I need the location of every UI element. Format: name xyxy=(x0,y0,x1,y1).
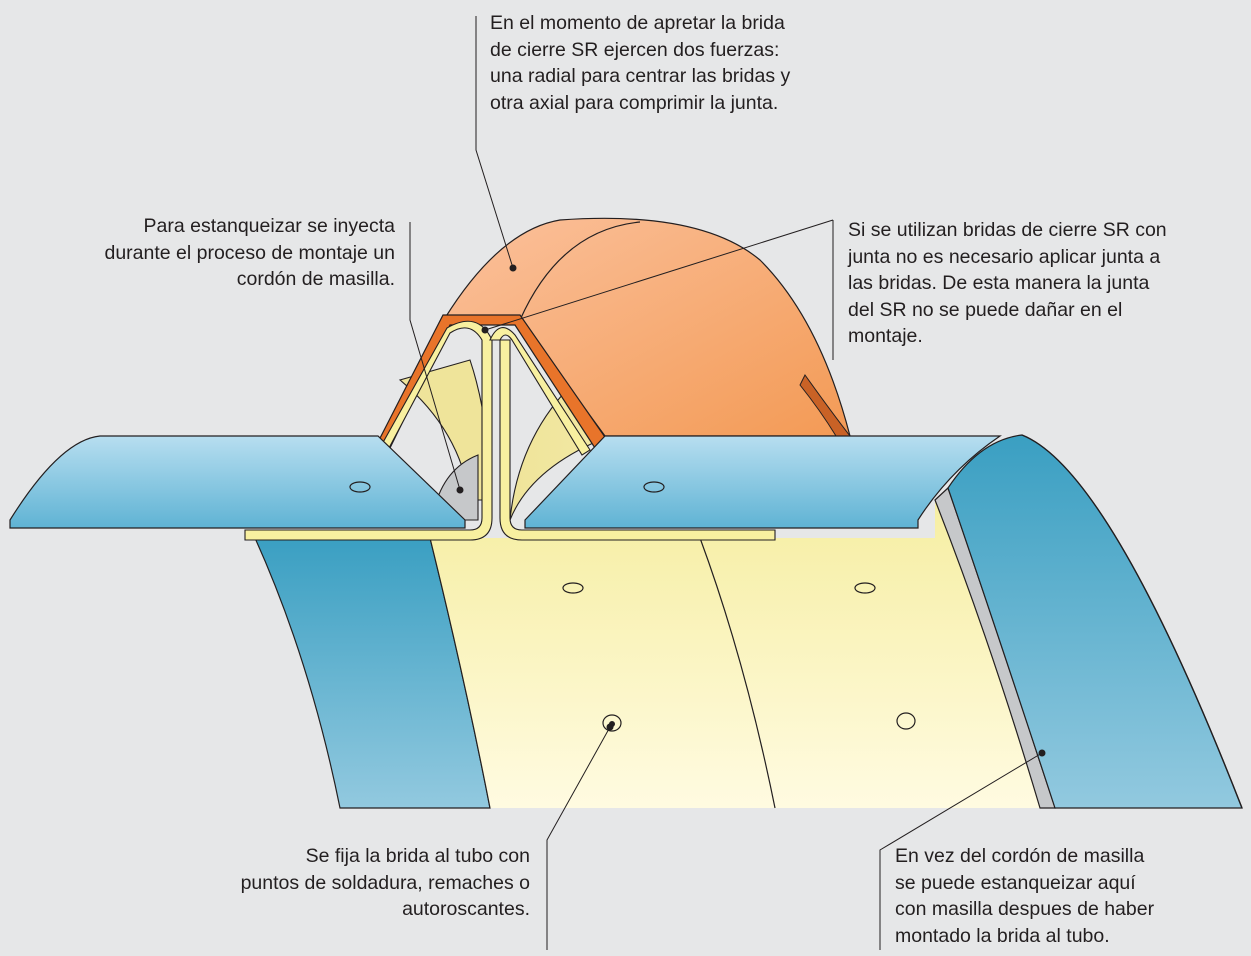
annotation-alt-sealing: En vez del cordón de masilla se puede es… xyxy=(895,845,1155,947)
annotation-sealant-injection: Para estanqueizar se inyecta durante el … xyxy=(104,215,395,290)
flange-seam-left xyxy=(429,537,491,809)
hole-mid-right xyxy=(854,582,876,594)
right-duct-rim xyxy=(1021,434,1243,809)
clamp-ring-front-edge xyxy=(519,221,641,321)
hole-top-left xyxy=(349,481,371,493)
flange-profile-left xyxy=(244,320,493,541)
flange-seam-center xyxy=(699,537,776,809)
annotation-gasket: Si se utilizan bridas de cierre SR con j… xyxy=(848,219,1167,347)
leader-right-dot xyxy=(481,326,489,334)
leader-br-dot xyxy=(1038,749,1046,757)
leader-bl xyxy=(546,726,611,950)
right-duct-top xyxy=(524,435,1002,529)
leader-right xyxy=(484,219,834,360)
hole-low-right xyxy=(896,712,916,730)
left-duct-top xyxy=(9,435,466,529)
hole-low-left xyxy=(602,714,622,732)
annotation-fixing: Se fija la brida al tubo con puntos de s… xyxy=(240,845,530,920)
leader-left-dot xyxy=(456,486,464,494)
flange-ring-body xyxy=(430,500,1040,808)
clamp-ring-back xyxy=(443,217,851,437)
flange-profile-right xyxy=(489,327,776,541)
leader-br xyxy=(879,752,1043,950)
hole-top-right xyxy=(643,481,665,493)
leader-top-dot xyxy=(509,264,517,272)
leader-left xyxy=(409,222,461,491)
annotation-clamp-forces: En el momento de apretar la brida de cie… xyxy=(490,12,791,114)
leader-top xyxy=(475,16,514,269)
leader-bl-dot xyxy=(606,723,614,731)
hole-mid-left xyxy=(562,582,584,594)
